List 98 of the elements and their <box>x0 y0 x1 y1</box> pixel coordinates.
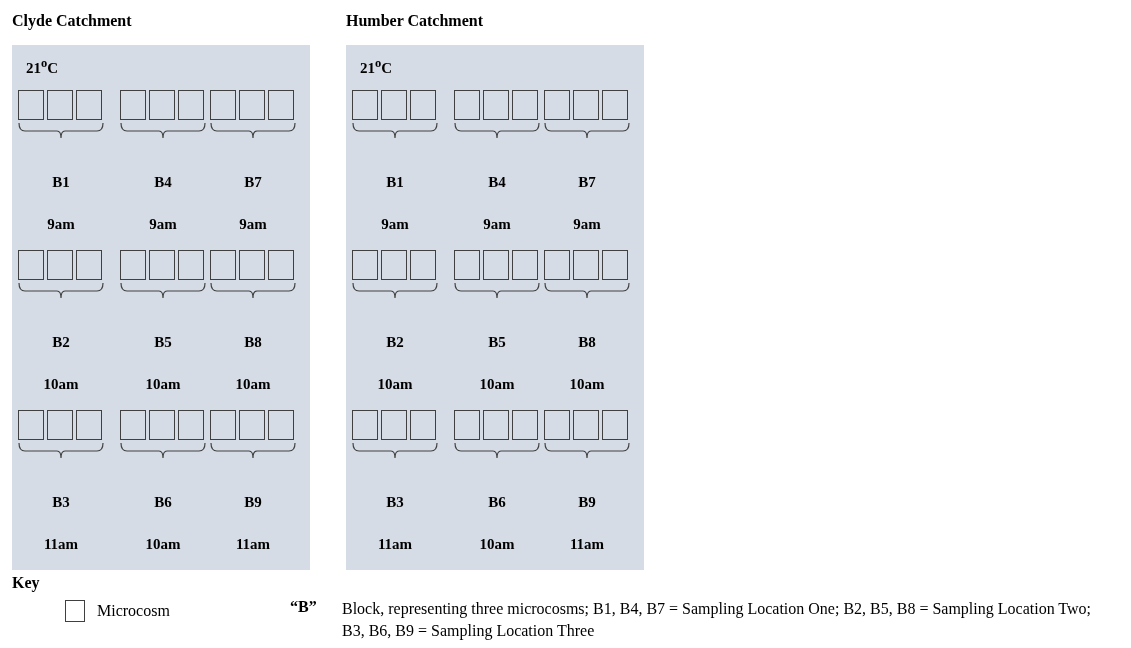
microcosm-square <box>544 410 570 440</box>
panel-heading: Clyde Catchment <box>12 12 132 30</box>
temperature-label: 21$^{o}$C <box>26 56 59 77</box>
microcosm-square <box>178 410 204 440</box>
block-label: B3 <box>386 494 404 511</box>
microcosm-square <box>210 410 236 440</box>
microcosm-square <box>602 90 628 120</box>
key-description: Block, representing three microcosms; B1, B4, B7 = Sampling Location One; B2, B5, B8 = Sampling Location Two; B3, B6, B9 = Sampling Location Three <box>342 599 1092 642</box>
block-label: B7 <box>244 174 262 191</box>
block-label: B9 <box>578 494 596 511</box>
microcosm-square <box>210 250 236 280</box>
microcosm-square <box>410 90 436 120</box>
block-label: B6 <box>154 494 172 511</box>
block-label: B4 <box>488 174 506 191</box>
block-label: B8 <box>244 334 262 351</box>
microcosm-square <box>239 90 265 120</box>
microcosm-square <box>352 410 378 440</box>
microcosm-square <box>454 250 480 280</box>
time-label: 10am <box>377 376 413 393</box>
microcosm-square <box>410 250 436 280</box>
microcosm-square <box>454 410 480 440</box>
microcosm-square <box>18 250 44 280</box>
microcosm-square <box>18 90 44 120</box>
block-label: B8 <box>578 334 596 351</box>
time-label: 9am <box>573 216 601 233</box>
microcosm-square <box>120 90 146 120</box>
block-label: B3 <box>52 494 70 511</box>
microcosm-square <box>76 90 102 120</box>
block-label: B6 <box>488 494 506 511</box>
block-label: B1 <box>386 174 404 191</box>
block-label: B2 <box>52 334 70 351</box>
microcosm-square <box>76 250 102 280</box>
microcosm-square <box>149 410 175 440</box>
time-label: 10am <box>235 376 271 393</box>
legend-label: Microcosm <box>97 602 170 620</box>
time-label: 9am <box>381 216 409 233</box>
microcosm-square <box>573 410 599 440</box>
microcosm-square <box>483 90 509 120</box>
time-label: 11am <box>235 536 271 553</box>
time-label: 11am <box>377 536 413 553</box>
time-label: 9am <box>483 216 511 233</box>
time-label: 9am <box>47 216 75 233</box>
block-label: B7 <box>578 174 596 191</box>
microcosm-square <box>268 90 294 120</box>
time-label: 9am <box>239 216 267 233</box>
block-label: B9 <box>244 494 262 511</box>
temperature-label: 21$^{o}$C <box>360 56 393 77</box>
microcosm-square <box>210 90 236 120</box>
microcosm-square <box>544 90 570 120</box>
time-label: 10am <box>569 376 605 393</box>
microcosm-square <box>544 250 570 280</box>
microcosm-square <box>47 250 73 280</box>
panel-heading: Humber Catchment <box>346 12 484 30</box>
microcosm-square <box>381 410 407 440</box>
key-heading: Key <box>12 574 40 592</box>
microcosm-square <box>47 410 73 440</box>
key-symbol: “B” <box>290 598 317 616</box>
microcosm-square <box>483 410 509 440</box>
microcosm-square <box>239 250 265 280</box>
time-label: 10am <box>479 536 515 553</box>
microcosm-square <box>410 410 436 440</box>
microcosm-square <box>602 250 628 280</box>
time-label: 11am <box>43 536 79 553</box>
block-label: B5 <box>154 334 172 351</box>
microcosm-square <box>512 250 538 280</box>
block-label: B1 <box>52 174 70 191</box>
microcosm-square <box>352 250 378 280</box>
microcosm-square <box>268 250 294 280</box>
microcosm-square <box>120 410 146 440</box>
microcosm-square <box>602 410 628 440</box>
time-label: 10am <box>145 536 181 553</box>
microcosm-square <box>239 410 265 440</box>
time-label: 9am <box>149 216 177 233</box>
microcosm-square <box>18 410 44 440</box>
microcosm-square <box>381 250 407 280</box>
microcosm-square <box>76 410 102 440</box>
microcosm-square <box>512 410 538 440</box>
microcosm-square <box>268 410 294 440</box>
microcosm-square <box>352 90 378 120</box>
microcosm-square <box>178 250 204 280</box>
microcosm-square <box>573 90 599 120</box>
time-label: 10am <box>145 376 181 393</box>
time-label: 10am <box>479 376 515 393</box>
microcosm-square <box>47 90 73 120</box>
block-label: B4 <box>154 174 172 191</box>
microcosm-square <box>120 250 146 280</box>
microcosm-square <box>454 90 480 120</box>
time-label: 10am <box>43 376 79 393</box>
microcosm-square <box>149 250 175 280</box>
microcosm-square <box>178 90 204 120</box>
block-label: B2 <box>386 334 404 351</box>
microcosm-square <box>381 90 407 120</box>
microcosm-square <box>573 250 599 280</box>
time-label: 11am <box>569 536 605 553</box>
block-label: B5 <box>488 334 506 351</box>
microcosm-square <box>512 90 538 120</box>
microcosm-square <box>483 250 509 280</box>
microcosm-square <box>149 90 175 120</box>
